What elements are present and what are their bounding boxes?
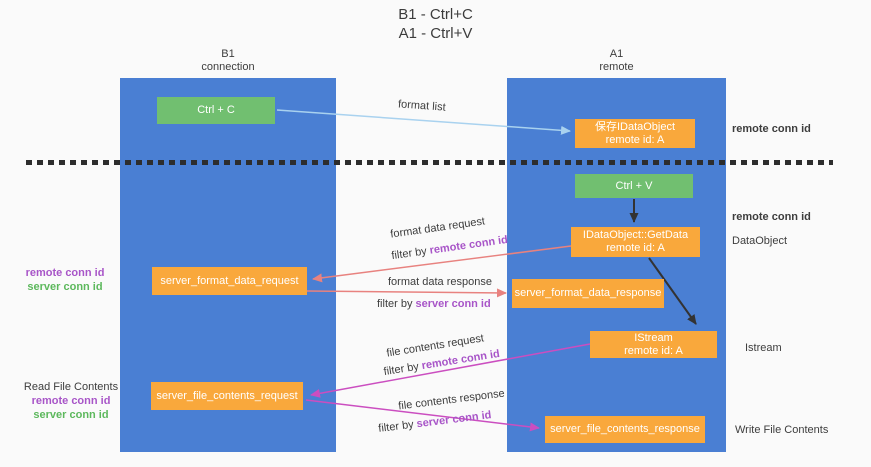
edge-label-format-list: format list <box>397 98 447 114</box>
remote-conn-id-text: remote conn id <box>428 233 509 257</box>
node-istream-line2: remote id: A <box>624 344 683 357</box>
node-server-file-contents-request: server_file_contents_request <box>151 382 303 410</box>
edge-label-filter-server-2: filter by server conn id <box>378 409 492 435</box>
filter-by-text: filter by <box>377 418 418 435</box>
node-server-file-contents-response: server_file_contents_response <box>545 416 705 443</box>
edge-label-format-data-request: format data request <box>389 215 486 241</box>
node-idataobject-getdata-line1: IDataObject::GetData <box>582 229 689 241</box>
filter-by-text: filter by <box>377 298 416 310</box>
node-idataobject-getdata: IDataObject::GetData remote id: A <box>571 227 700 257</box>
diagram-title: B1 - Ctrl+C A1 - Ctrl+V <box>0 5 871 43</box>
title-line-2: A1 - Ctrl+V <box>398 25 473 42</box>
node-save-idataobject: 保存IDataObject remote id: A <box>575 119 695 148</box>
node-ctrl-c-label: Ctrl + C <box>197 104 235 116</box>
annotation-remote-conn-id-top: remote conn id <box>732 123 811 135</box>
lane-b1-title: B1 <box>221 48 235 60</box>
annotation-write-file-contents: Write File Contents <box>735 424 829 436</box>
node-ctrl-c: Ctrl + C <box>157 97 275 124</box>
annotation-left-conn-ids: remote conn id server conn id <box>15 266 115 294</box>
node-server-file-contents-request-label: server_file_contents_request <box>156 389 298 402</box>
node-server-format-data-request-label: server_format_data_request <box>160 274 299 287</box>
node-ctrl-v: Ctrl + V <box>575 174 693 198</box>
node-istream-line1: IStream <box>634 331 673 344</box>
node-server-format-data-response-label: server_format_data_response <box>514 287 662 299</box>
annotation-left2-server-conn-id: server conn id <box>33 409 109 421</box>
lane-header-a1: A1 remote <box>507 48 726 74</box>
filter-by-text: filter by <box>390 244 431 263</box>
node-istream: IStream remote id: A <box>590 331 717 358</box>
annotation-istream: Istream <box>745 342 782 354</box>
lane-b1-subtitle: connection <box>201 61 255 73</box>
node-server-format-data-response: server_format_data_response <box>512 279 664 308</box>
edge-label-filter-server-1: filter by server conn id <box>377 298 491 310</box>
annotation-dataobject: DataObject <box>732 235 788 247</box>
arrow-format-data-response <box>306 288 507 298</box>
lane-a1-subtitle: remote <box>599 61 634 73</box>
node-idataobject-getdata-line2: remote id: A <box>606 242 665 254</box>
annotation-left-remote-conn-id: remote conn id <box>25 267 105 279</box>
annotation-read-file-contents-block: Read File Contents remote conn id server… <box>16 380 126 422</box>
node-save-idataobject-line2: remote id: A <box>605 133 665 146</box>
dashed-divider-line <box>26 160 833 165</box>
annotation-left-server-conn-id: server conn id <box>27 281 103 293</box>
node-save-idataobject-line1: 保存IDataObject <box>594 120 676 133</box>
title-line-1: B1 - Ctrl+C <box>398 6 473 23</box>
annotation-remote-conn-id-mid: remote conn id <box>732 211 811 223</box>
node-server-file-contents-response-label: server_file_contents_response <box>550 423 700 435</box>
server-conn-id-text: server conn id <box>415 298 491 310</box>
node-ctrl-v-label: Ctrl + V <box>615 179 653 192</box>
server-conn-id-text: server conn id <box>415 409 493 431</box>
lane-header-b1: B1 connection <box>120 48 336 74</box>
lane-a1-title: A1 <box>609 48 624 60</box>
annotation-read-file-contents: Read File Contents <box>23 381 119 393</box>
edge-label-format-data-response: format data response <box>388 276 492 288</box>
filter-by-text: filter by <box>382 360 423 379</box>
node-server-format-data-request: server_format_data_request <box>152 267 307 295</box>
annotation-left2-remote-conn-id: remote conn id <box>31 395 111 407</box>
